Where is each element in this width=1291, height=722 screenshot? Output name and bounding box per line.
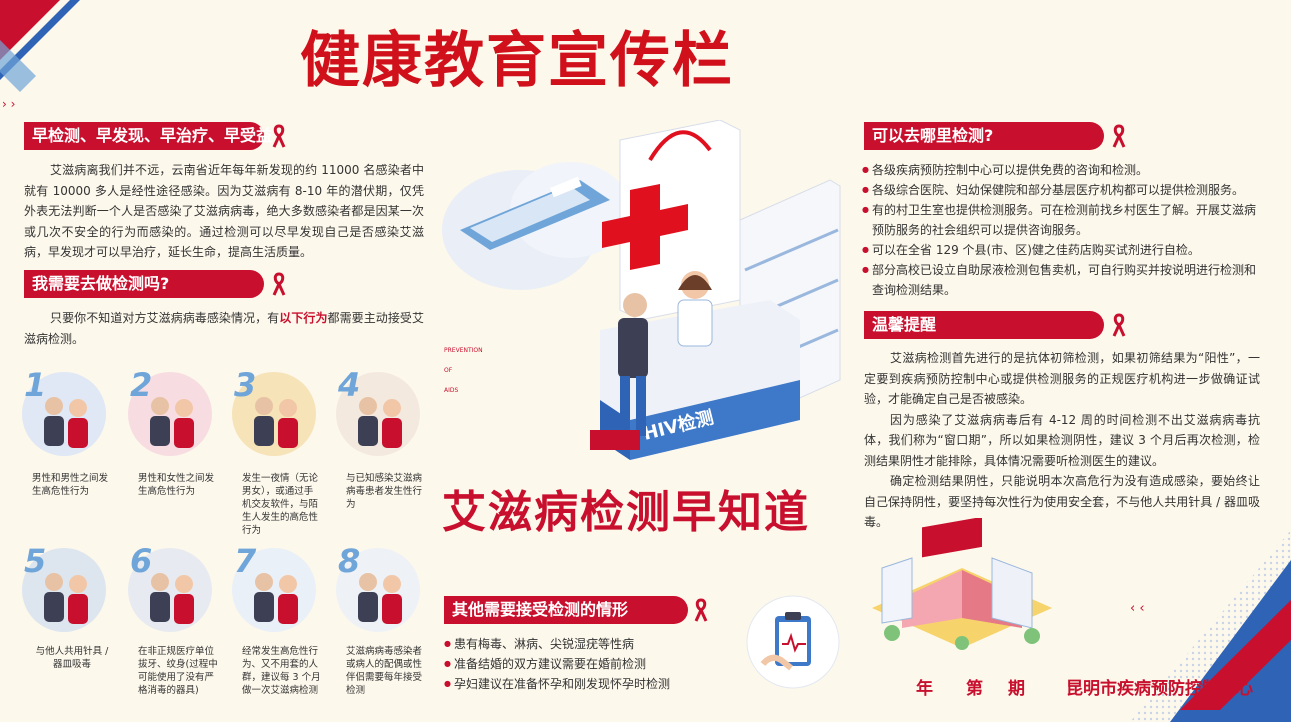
section-heading-early-detection: 早检测、早发现、早治疗、早受益 (24, 122, 272, 150)
section-heading-tips: 温馨提醒 (864, 311, 1104, 339)
risk-behavior-illustration (128, 372, 212, 456)
cdc-building-illustration (872, 518, 1052, 650)
section-heading-other-cases: 其他需要接受检测的情形 (444, 596, 688, 624)
list-item: 可以在全省 129 个县(市、区)健之佳药店购买试剂进行自检。 (862, 240, 1262, 260)
footer-year: 年 (916, 679, 933, 699)
risk-behavior-number: 3 (234, 366, 257, 404)
footer-issue: 第 (966, 679, 983, 699)
corner-decoration-bottom-right: ‹ ‹ (1130, 530, 1291, 722)
list-item: 有的村卫生室也提供检测服务。可在检测前找乡村医生了解。开展艾滋病预防服务的社会组… (862, 200, 1262, 240)
risk-behavior-illustration (232, 372, 316, 456)
risk-behavior-illustration (22, 372, 106, 456)
risk-behavior-caption: 与他人共用针具 / 器皿吸毒 (35, 646, 109, 670)
svg-text:PREVENTION: PREVENTION (444, 347, 483, 354)
tips-paragraph: 因为感染了艾滋病病毒后有 4-12 周的时间检测不出艾滋病病毒抗体，我们称为“窗… (864, 412, 1260, 468)
list-item: 各级疾病预防控制中心可以提供免费的咨询和检测。 (862, 160, 1262, 180)
red-ribbon-icon (1112, 124, 1126, 148)
risk-behavior-number: 8 (338, 542, 361, 580)
list-item: 孕妇建议在准备怀孕和刚发现怀孕时检测 (444, 674, 744, 694)
svg-text:› ›: › › (2, 97, 15, 110)
where-to-test-list: 各级疾病预防控制中心可以提供免费的咨询和检测。 各级综合医院、妇幼保健院和部分基… (862, 160, 1262, 300)
tips-paragraph: 确定检测结果阴性，只能说明本次高危行为没有造成感染，要始终让自己保持阴性，要坚持… (864, 474, 1260, 529)
tips-paragraphs: 艾滋病检测首先进行的是抗体初筛检测，如果初筛结果为“阳性”，一定要到疾病预防控制… (864, 348, 1260, 533)
risk-behavior-caption: 男性和女性之间发生高危性行为 (138, 473, 215, 497)
red-ribbon-icon (272, 272, 286, 296)
risk-behavior-caption: 在非正规医疗单位拔牙、纹身(过程中可能使用了没有严格消毒的器具) (138, 646, 218, 696)
clipboard-report-icon (746, 595, 840, 689)
page-title: 健康教育宣传栏 (300, 26, 734, 96)
hiv-testing-illustration: HIV检测 PREVENTION OF AIDS (442, 120, 841, 460)
risk-behavior-caption: 发生一夜情（无论男女），或通过手机交友软件，与陌生人发生的高危性行为 (242, 473, 319, 536)
risk-behavior-number: 5 (24, 542, 47, 580)
risk-behavior-illustration (22, 548, 106, 632)
red-ribbon-icon (1112, 313, 1126, 337)
other-cases-list: 患有梅毒、淋病、尖锐湿疣等性病 准备结婚的双方建议需要在婚前检测 孕妇建议在准备… (444, 634, 744, 694)
risk-behavior-illustration (336, 548, 420, 632)
section-heading-need-test: 我需要去做检测吗? (24, 270, 264, 298)
risk-behavior-caption: 经常发生高危性行为、又不用套的人群，建议每 3 个月做一次艾滋病检测 (242, 646, 321, 696)
svg-text:‹ ‹: ‹ ‹ (1130, 601, 1145, 616)
list-item: 准备结婚的双方建议需要在婚前检测 (444, 654, 744, 674)
risk-behavior-caption: 艾滋病病毒感染者或病人的配偶或性伴侣需要每年接受检测 (346, 646, 423, 696)
risk-behavior-illustration (232, 548, 316, 632)
risk-behavior-number: 4 (338, 366, 361, 404)
tips-paragraph: 艾滋病检测首先进行的是抗体初筛检测，如果初筛结果为“阳性”，一定要到疾病预防控制… (864, 351, 1260, 406)
section-heading-where-to-test: 可以去哪里检测? (864, 122, 1104, 150)
footer-period: 期 (1008, 679, 1025, 699)
risk-behavior-number: 7 (234, 542, 257, 580)
svg-text:AIDS: AIDS (444, 387, 458, 394)
risk-behavior-caption: 男性和男性之间发生高危性行为 (32, 473, 109, 497)
risk-behavior-caption: 与已知感染艾滋病病毒患者发生性行为 (346, 473, 423, 510)
red-ribbon-icon (272, 124, 286, 148)
early-detection-paragraph: 艾滋病离我们并不远，云南省近年每年新发现的约 11000 名感染者中就有 100… (24, 163, 424, 259)
risk-behavior-illustration (336, 372, 420, 456)
need-test-paragraph: 只要你不知道对方艾滋病病毒感染情况，有以下行为都需要主动接受艾滋病检测。 (24, 311, 424, 346)
list-item: 各级综合医院、妇幼保健院和部分基层医疗机构都可以提供检测服务。 (862, 180, 1262, 200)
risk-behavior-number: 6 (130, 542, 153, 580)
poster-subtitle: 艾滋病检测早知道 (442, 487, 810, 538)
svg-text:OF: OF (444, 367, 453, 374)
red-ribbon-icon (694, 598, 708, 622)
footer-organization: 昆明市疾病预防控制中心 (1066, 679, 1253, 699)
risk-behavior-illustration (128, 548, 212, 632)
corner-decoration-top-left: › › (0, 0, 80, 110)
list-item: 部分高校已设立自助尿液检测包售卖机，可自行购买并按说明进行检测和查询检测结果。 (862, 260, 1262, 300)
risk-behavior-number: 1 (24, 366, 47, 404)
risk-behavior-number: 2 (130, 366, 153, 404)
list-item: 患有梅毒、淋病、尖锐湿疣等性病 (444, 634, 744, 654)
